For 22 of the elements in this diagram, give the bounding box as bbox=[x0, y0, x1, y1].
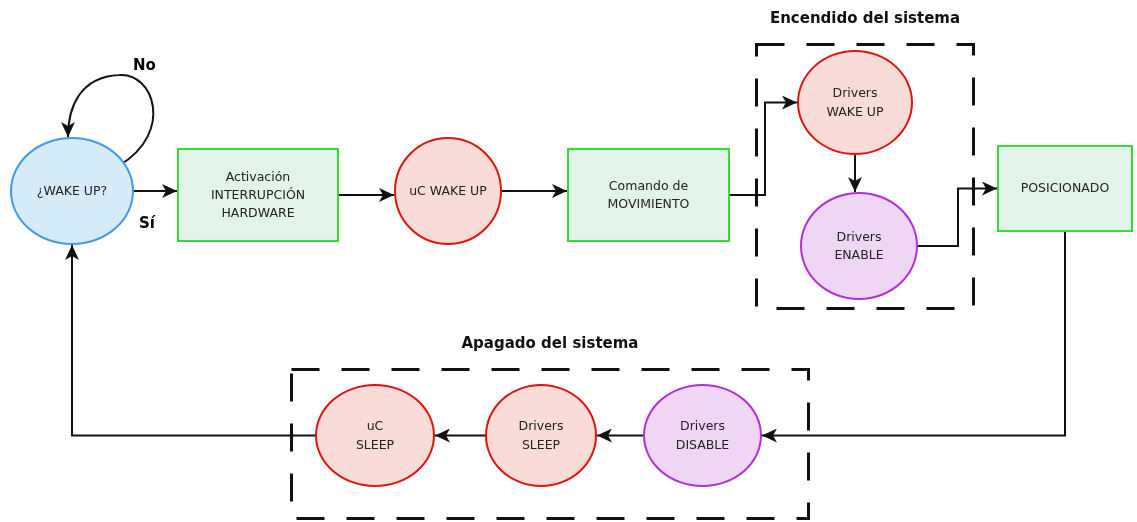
arrow bbox=[65, 244, 316, 437]
process-box: POSICIONADO bbox=[997, 145, 1133, 232]
arrow bbox=[729, 95, 798, 196]
state-circle: uC WAKE UP bbox=[394, 137, 502, 245]
state-circle: Drivers DISABLE bbox=[643, 384, 762, 487]
arrow bbox=[434, 428, 486, 443]
arrow bbox=[133, 184, 178, 198]
arrow bbox=[338, 188, 395, 202]
state-circle: Drivers SLEEP bbox=[485, 384, 597, 487]
arrow bbox=[848, 154, 862, 193]
group-heading: Encendido del sistema bbox=[768, 9, 962, 27]
process-box: Comando de MOVIMIENTO bbox=[567, 148, 730, 242]
arrow bbox=[501, 184, 568, 198]
arrow bbox=[596, 428, 644, 443]
arrow bbox=[917, 181, 998, 247]
state-circle: Drivers WAKE UP bbox=[797, 50, 913, 155]
process-box: Activación INTERRUPCIÓN HARDWARE bbox=[177, 148, 339, 242]
state-circle: Drivers ENABLE bbox=[800, 192, 918, 300]
arrow bbox=[761, 231, 1066, 443]
state-circle: uC SLEEP bbox=[315, 384, 435, 487]
decision-circle: ¿WAKE UP? bbox=[10, 137, 134, 245]
group-heading: Apagado del sistema bbox=[460, 334, 640, 352]
